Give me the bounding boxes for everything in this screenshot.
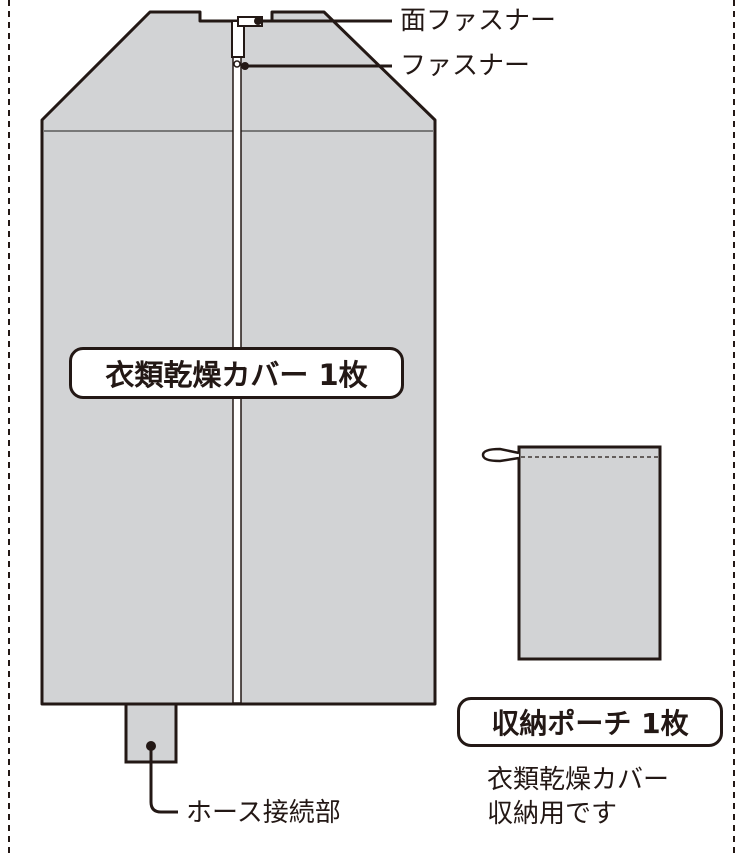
face-fastener-leader-dot [254, 17, 262, 25]
pouch-note-line2: 収納用です [487, 799, 618, 829]
storage-pouch-body [517, 445, 662, 661]
dryer-cover-label: 衣類乾燥カバー 1枚 [69, 347, 404, 399]
zipper-pull [233, 60, 241, 68]
face-fastener-label: 面ファスナー [400, 6, 557, 36]
hose-connection-leader [149, 746, 178, 814]
zipper-leader-dot [241, 62, 249, 70]
zipper-label: ファスナー [400, 51, 531, 81]
pouch-note-line1: 衣類乾燥カバー [487, 765, 670, 795]
storage-pouch-label: 収納ポーチ 1枚 [457, 697, 723, 747]
hose-connection-label: ホース接続部 [186, 798, 341, 828]
pouch-loop [481, 447, 520, 463]
